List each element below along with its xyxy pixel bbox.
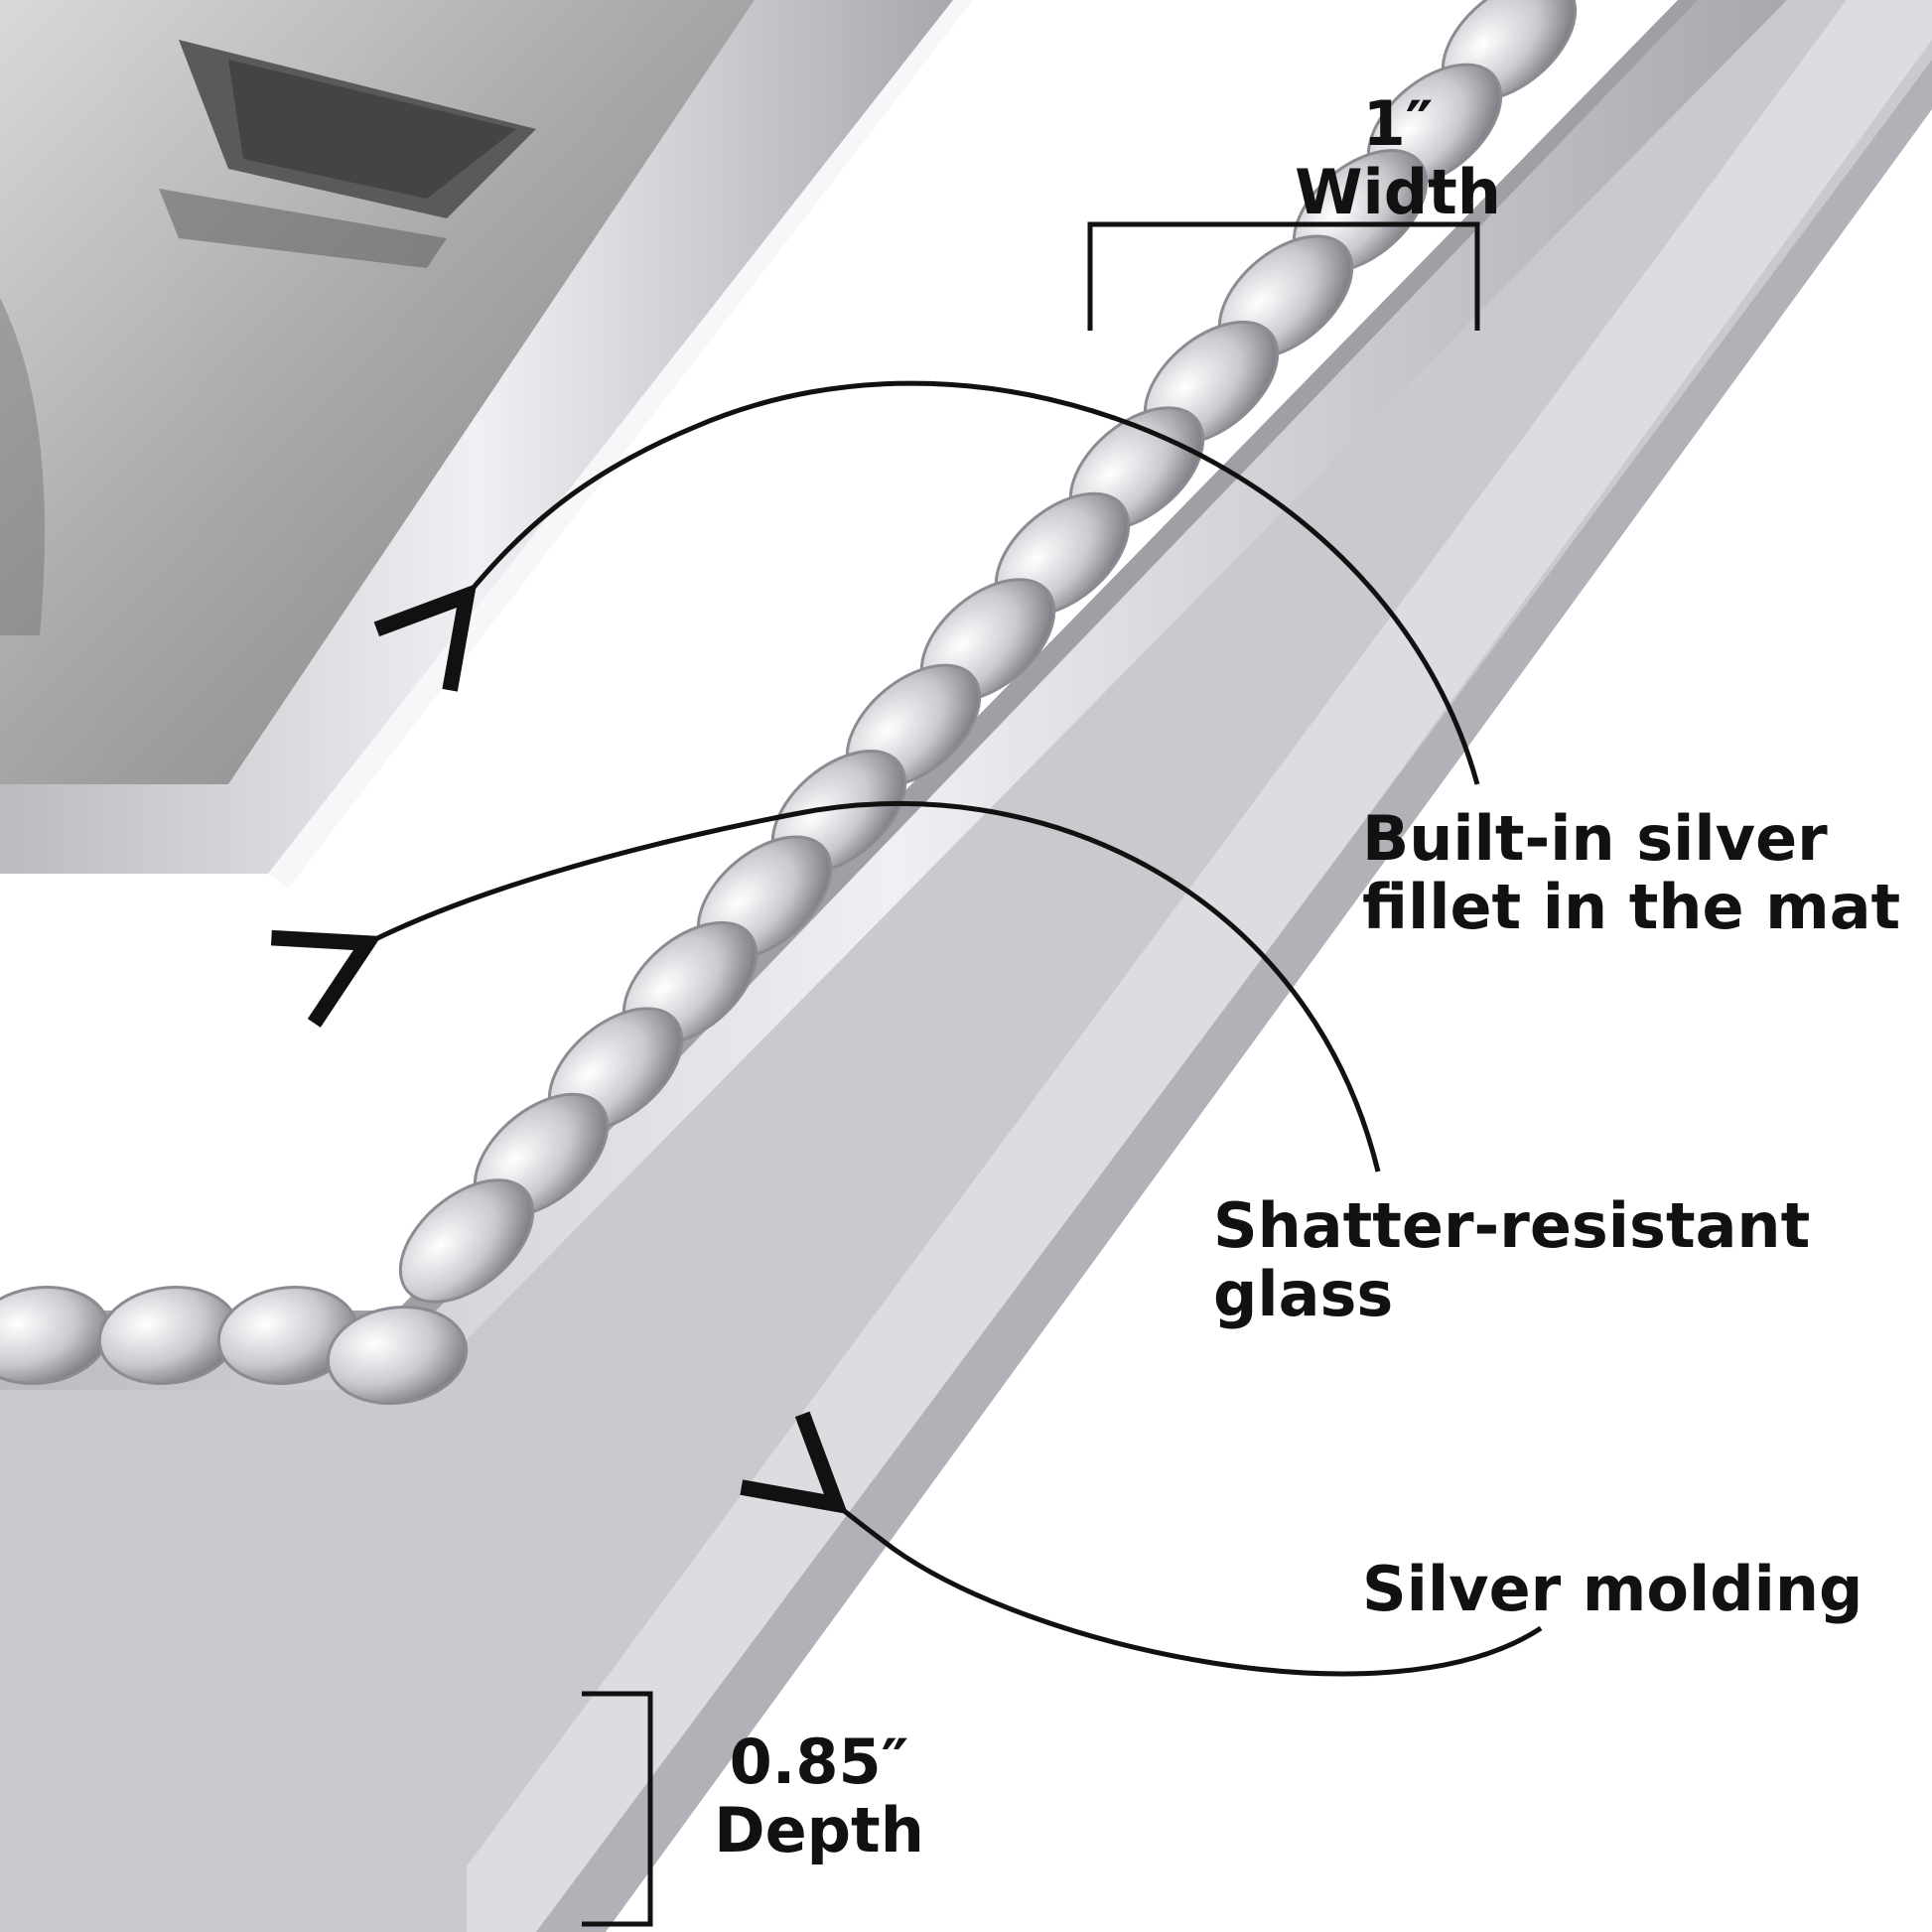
molding-line1: Silver molding: [1362, 1553, 1863, 1625]
glass-label: Shatter-resistant glass: [1213, 1191, 1810, 1329]
depth-value: 0.85″: [729, 1725, 909, 1798]
fillet-label: Built-in silver fillet in the mat: [1362, 804, 1900, 942]
width-caption: Width: [1295, 156, 1501, 229]
molding-label: Silver molding: [1362, 1553, 1863, 1625]
glass-arrow: [270, 801, 1381, 1173]
beaded-ornament: [0, 0, 1578, 1406]
glass-line2: glass: [1213, 1258, 1394, 1331]
molding-bead: [326, 1305, 469, 1406]
depth-label: 0.85″ Depth: [695, 1727, 943, 1865]
fillet-line1: Built-in silver: [1362, 802, 1828, 875]
width-label: 1″ Width: [1279, 89, 1517, 227]
molding-bead: [398, 1178, 535, 1304]
fillet-line2: fillet in the mat: [1362, 871, 1901, 944]
depth-caption: Depth: [714, 1794, 924, 1867]
width-bracket: [1087, 221, 1480, 331]
width-value: 1″: [1362, 87, 1434, 160]
depth-bracket: [582, 1691, 653, 1927]
glass-line1: Shatter-resistant: [1213, 1189, 1811, 1262]
molding-arrow: [740, 1411, 1543, 1677]
boat-in-photo: [0, 40, 536, 635]
fillet-arrow: [373, 380, 1480, 785]
silver-fillet: [0, 0, 953, 874]
